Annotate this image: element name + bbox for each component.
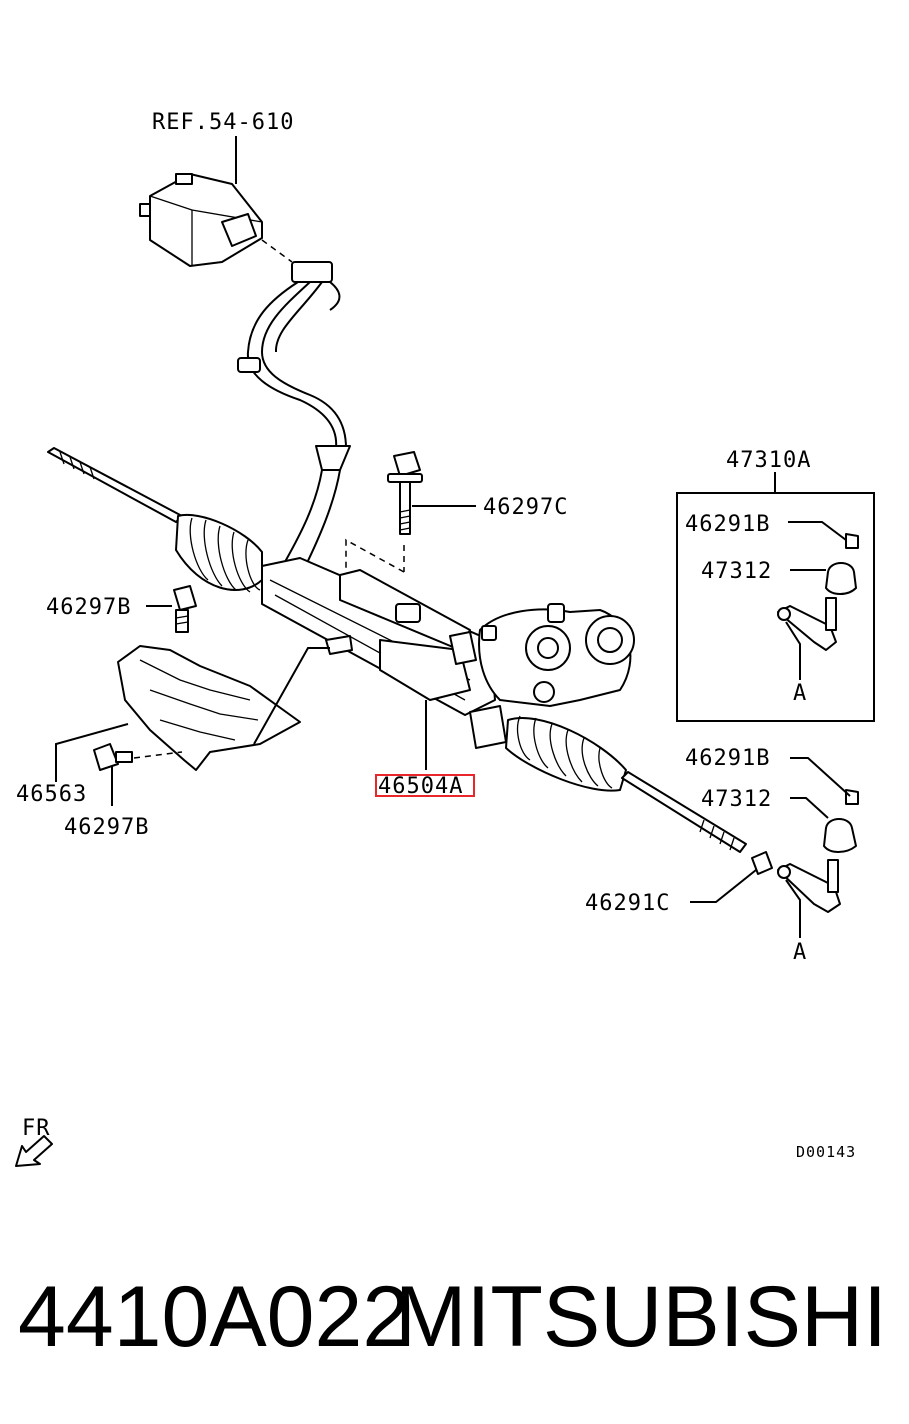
bolt-46297b-upper [173, 585, 197, 633]
label-46297c: 46297C [483, 495, 568, 520]
tie-rod-end-upper [777, 597, 837, 651]
leader-lines [55, 136, 851, 938]
label-46297b-upper: 46297B [46, 595, 131, 620]
nut-46291b-lower [845, 789, 859, 805]
boot-47312-lower [823, 818, 857, 853]
label-a-upper: A [793, 681, 807, 706]
label-47310a: 47310A [726, 448, 811, 473]
label-ref-54-610: REF.54-610 [152, 110, 294, 135]
bolt-46297b-lower [93, 743, 183, 771]
label-46504a: 46504A [378, 774, 463, 799]
nut-46291c [751, 851, 773, 875]
kit-box-47310a [676, 472, 875, 722]
label-46291c: 46291C [585, 891, 670, 916]
highlight-box [375, 774, 475, 797]
left-tie-rod [47, 447, 263, 593]
steering-rack-housing [261, 557, 496, 716]
front-arrow-icon [15, 1135, 53, 1167]
label-46291b-lower: 46291B [685, 746, 770, 771]
brand-name: MITSUBISHI [394, 1269, 887, 1365]
right-tie-rod [505, 715, 747, 853]
diagram-code: D00143 [796, 1143, 856, 1161]
heat-shield [117, 645, 330, 771]
label-46563: 46563 [16, 782, 87, 807]
part-number: 4410A022 [18, 1269, 411, 1365]
bolt-46297c [345, 451, 423, 575]
boot-47312-upper [825, 562, 857, 595]
wire-harness [237, 261, 351, 583]
nut-46291b-upper [845, 533, 859, 549]
footer: 4410A022 MITSUBISHI [0, 1262, 909, 1372]
control-unit [139, 173, 293, 267]
label-46297b-lower: 46297B [64, 815, 149, 840]
tie-rod-end-lower [777, 859, 841, 913]
label-a-lower: A [793, 940, 807, 965]
label-47312-upper: 47312 [701, 559, 772, 584]
label-47312-lower: 47312 [701, 787, 772, 812]
label-46291b-upper: 46291B [685, 512, 770, 537]
